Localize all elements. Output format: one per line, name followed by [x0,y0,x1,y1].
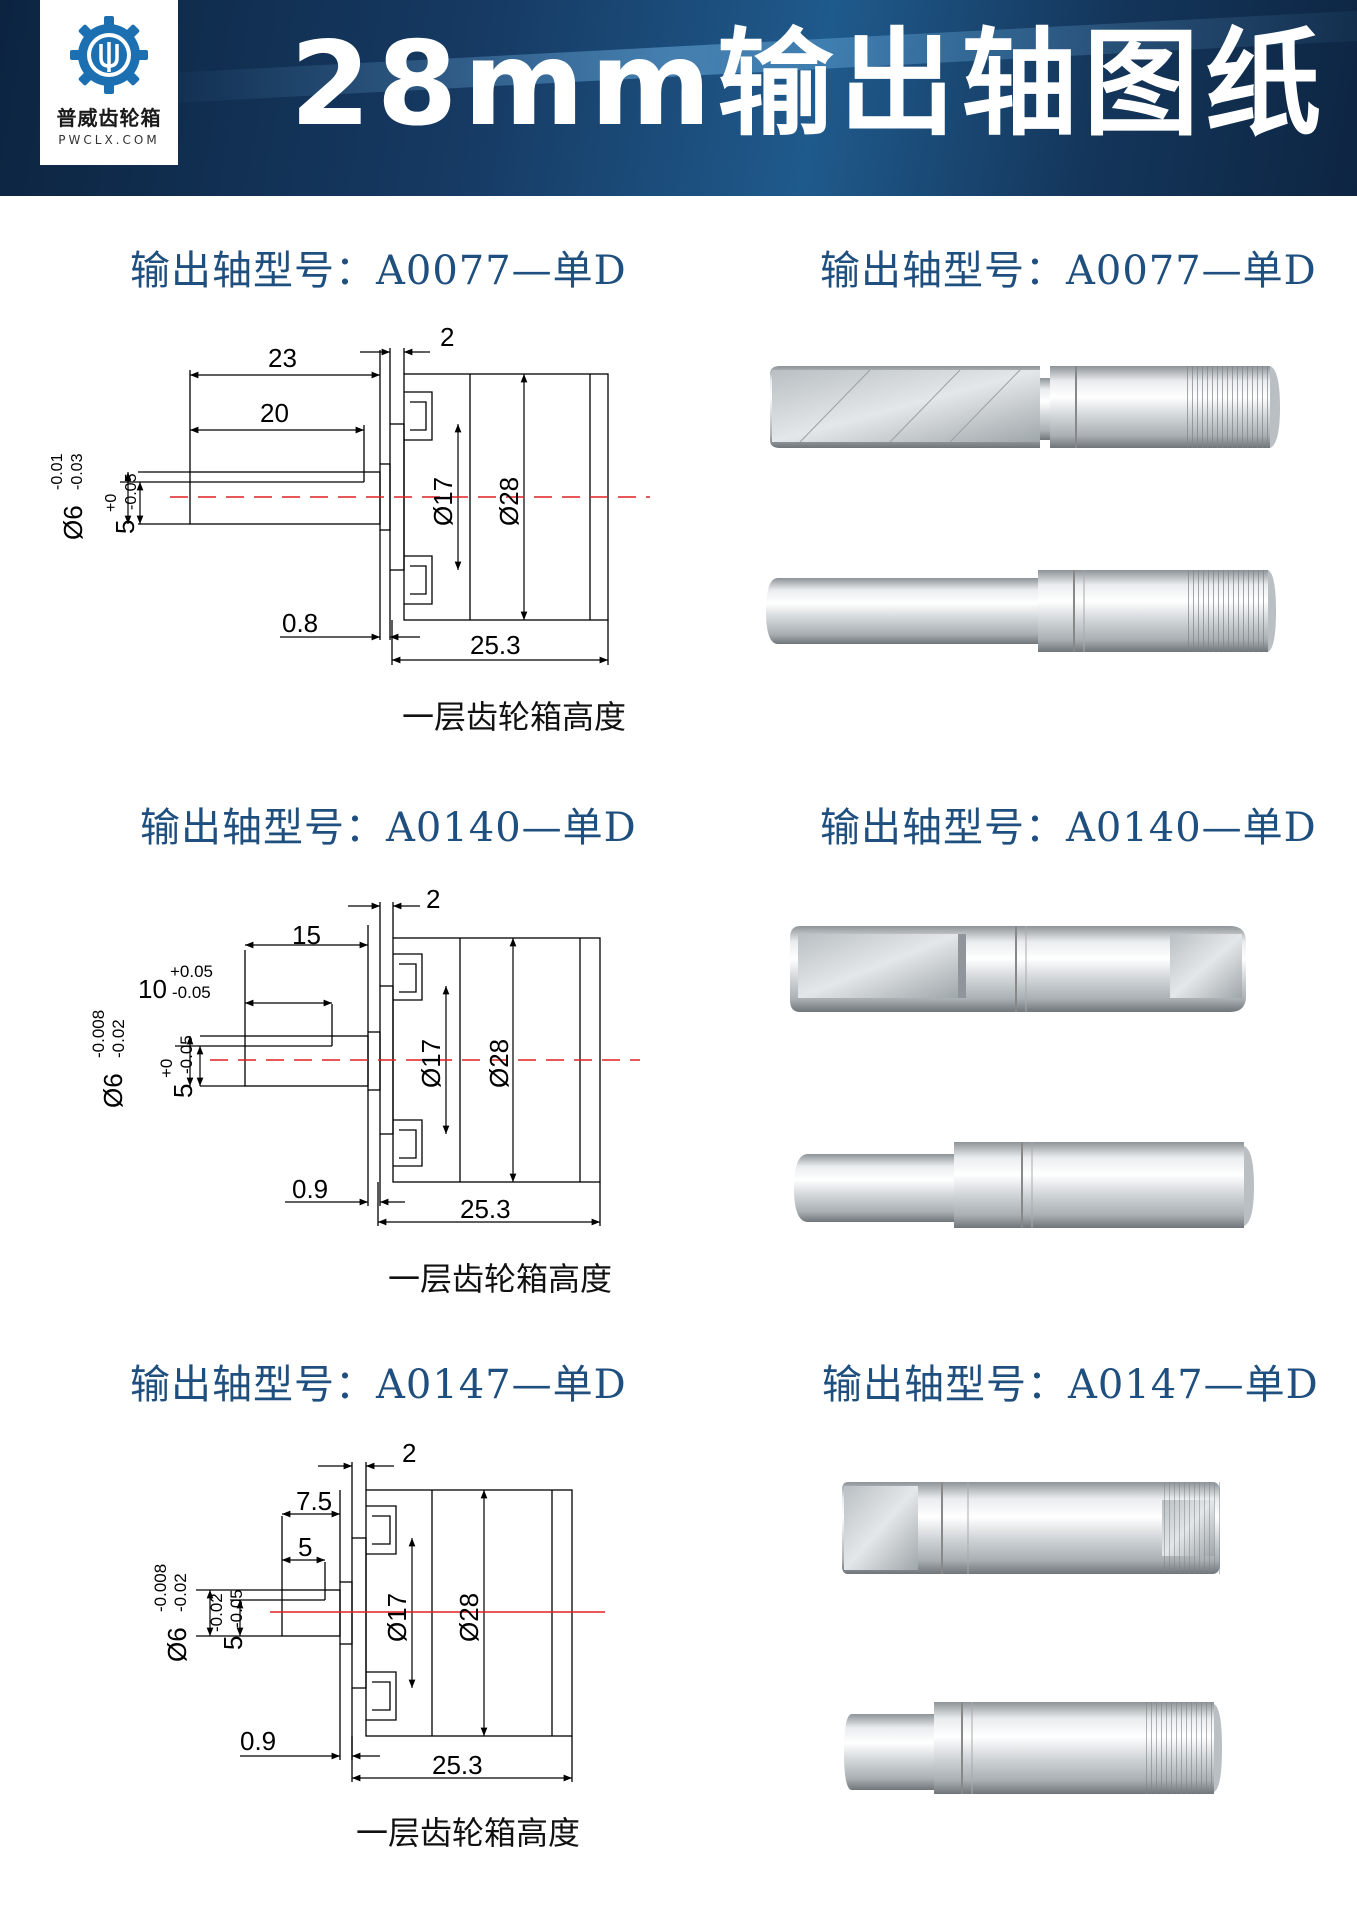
dim-shaft-diameter: Ø6 [98,1073,128,1108]
section-3-caption: 一层齿轮箱高度 [356,1814,581,1852]
tol-flat-lower: -0.05 [123,473,140,510]
tol-shaft-upper: -0.01 [49,453,66,490]
tol-flat-upper: +0 [103,494,120,512]
gear-logo-icon [70,16,148,94]
dim-height: 25.3 [460,1194,511,1224]
dim-body: Ø28 [454,1593,484,1642]
section-1-technical-drawing: 23 20 2 0.8 25.3 Ø17 Ø28 Ø6 5 -0.01 -0.0… [49,322,650,665]
dim-length-total: 23 [268,343,297,373]
section-3-shaft-photo-bottom [844,1702,1222,1794]
dim-shaft-diameter: Ø6 [162,1627,192,1662]
dim-hub: Ø17 [382,1593,412,1642]
section-2-photo-title: 输出轴型号：A0140—单D [820,805,1317,851]
tol-shaft-lower: -0.02 [109,1019,128,1058]
tol-length-lower: -0.05 [172,983,211,1002]
dim-gap: 0.9 [292,1174,328,1204]
tol-shaft-upper: -0.008 [151,1564,170,1612]
dim-shaft-diameter: Ø6 [58,505,88,540]
dim-gap: 0.9 [240,1726,276,1756]
section-1-drawing-title: 输出轴型号：A0077—单D [130,248,627,294]
section-1-shaft-photo-bottom [766,570,1276,652]
section-3-technical-drawing: 7.5 5 2 0.9 25.3 Ø17 Ø28 Ø6 5 -0.008 -0.… [151,1438,605,1782]
dim-body: Ø28 [494,477,524,526]
tol-flat-upper: -0.02 [207,1593,226,1632]
tol-flat-lower: -0.05 [227,1589,246,1628]
logo-website: PWCLX.COM [58,133,160,147]
tol-shaft-upper: -0.008 [89,1010,108,1058]
dim-flat: 5 [168,1084,198,1098]
dim-length-total: 7.5 [296,1486,332,1516]
tol-shaft-lower: -0.02 [171,1573,190,1612]
logo-brand-name: 普威齿轮箱 [56,106,162,130]
section-2-shaft-photo-bottom [794,1142,1254,1228]
dim-hub: Ø17 [428,477,458,526]
section-1-caption: 一层齿轮箱高度 [402,698,627,736]
dim-hub: Ø17 [416,1039,446,1088]
tol-shaft-lower: -0.03 [69,453,86,490]
dim-height: 25.3 [470,630,521,660]
section-2-shaft-photo-top [790,926,1246,1012]
tol-flat-upper: +0 [157,1059,176,1078]
dim-flat: 5 [218,1636,248,1650]
dim-length-flat: 20 [260,398,289,428]
tol-length-upper: +0.05 [170,962,213,981]
tol-flat-lower: -0.05 [177,1035,196,1074]
header-banner: 普威齿轮箱 PWCLX.COM 28mm输出轴图纸 [0,0,1357,196]
dim-height: 25.3 [432,1750,483,1780]
section-1-shaft-photo-top [770,366,1280,448]
dim-body: Ø28 [484,1039,514,1088]
dim-flat: 5 [110,520,140,534]
page-title: 28mm输出轴图纸 [290,17,1328,152]
section-3-photo-title: 输出轴型号：A0147—单D [822,1362,1319,1408]
section-1-photo-title: 输出轴型号：A0077—单D [820,248,1317,294]
dim-top: 2 [402,1438,416,1468]
dim-gap: 0.8 [282,608,318,638]
dim-length-flat: 5 [298,1532,312,1562]
dim-top: 2 [426,884,440,914]
dim-length-total: 15 [292,920,321,950]
section-2-caption: 一层齿轮箱高度 [388,1260,613,1298]
brand-logo: 普威齿轮箱 PWCLX.COM [40,0,178,165]
dim-length-flat: 10 [138,974,167,1004]
dim-top: 2 [440,322,454,352]
section-2-technical-drawing: 15 10 2 0.9 25.3 Ø17 Ø28 Ø6 5 +0.05 -0.0… [89,884,640,1226]
section-3-shaft-photo-top [842,1482,1220,1574]
section-2-drawing-title: 输出轴型号：A0140—单D [140,805,637,851]
section-3-drawing-title: 输出轴型号：A0147—单D [130,1362,627,1408]
